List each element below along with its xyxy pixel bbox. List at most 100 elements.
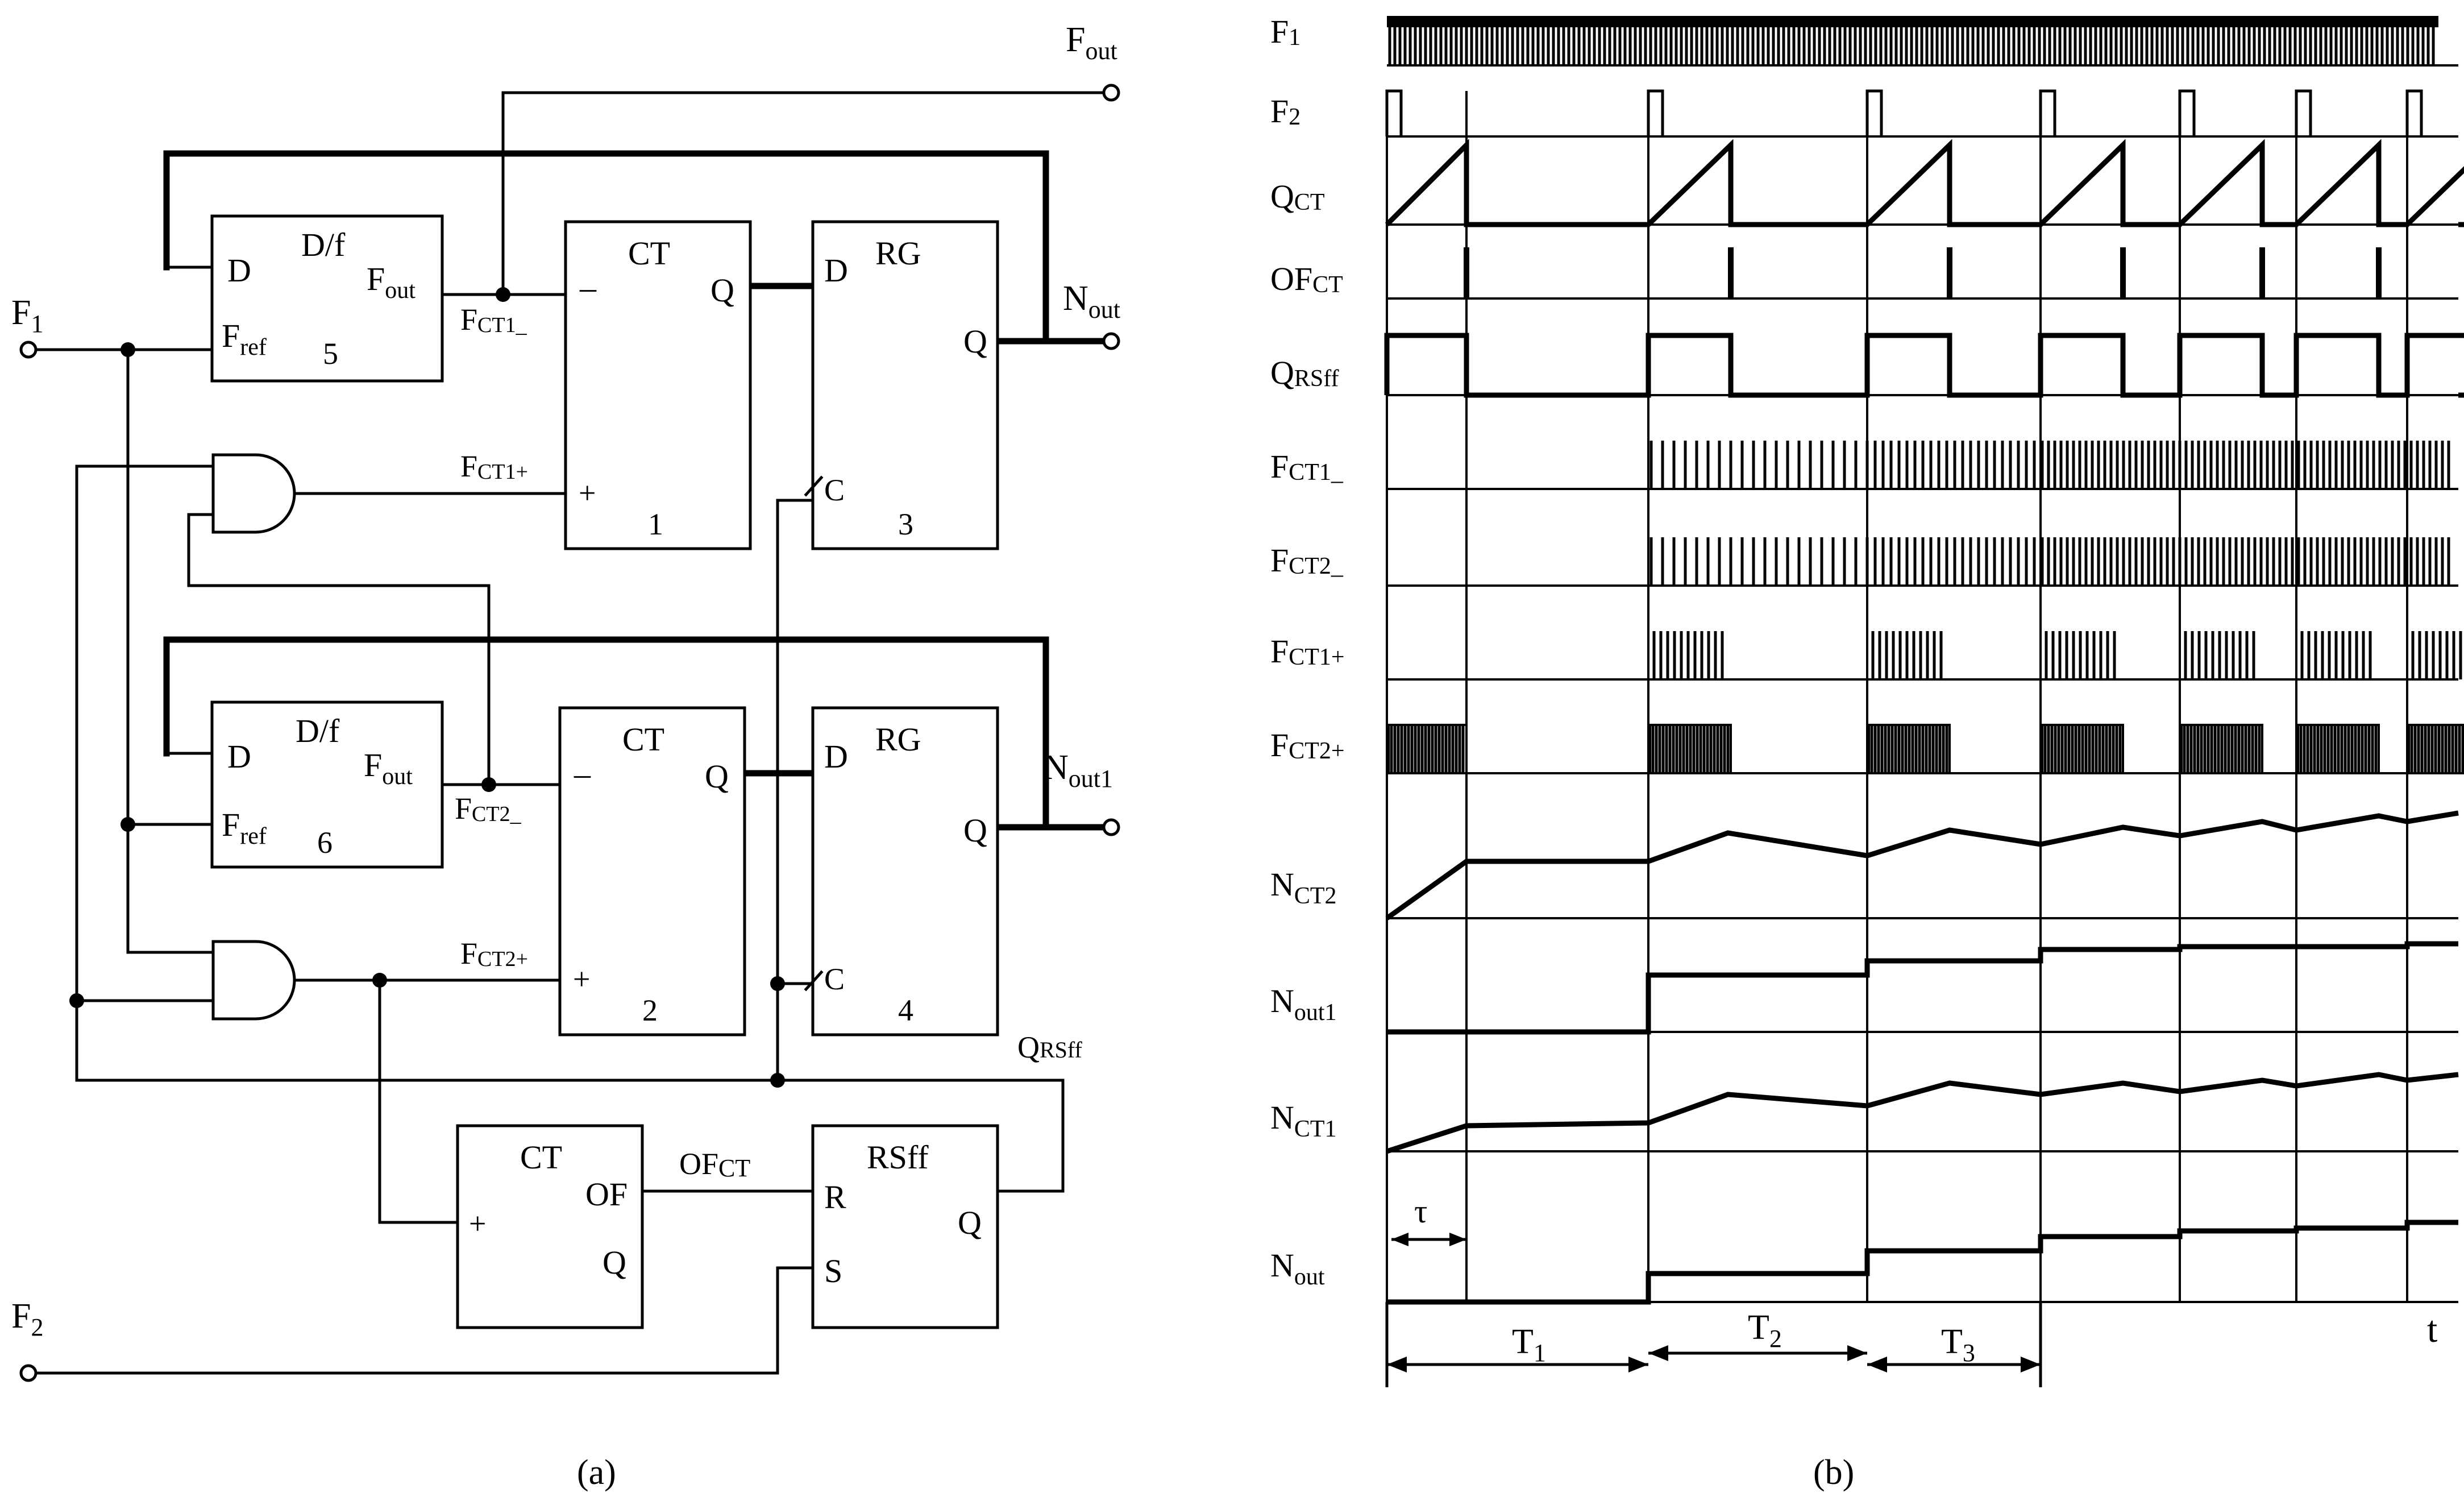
fct2-plus-burst <box>2043 725 2122 773</box>
nct2-waveform <box>1385 810 2459 920</box>
nout1-waveform <box>1387 941 2458 1035</box>
fct1-plus-burst <box>2045 631 2116 679</box>
rg3-d-label: D <box>824 252 848 289</box>
fct2-plus-burst <box>2299 725 2378 773</box>
ct-of-q-label: Q <box>603 1244 626 1281</box>
fct1-plus-label: FCT1+ <box>460 449 528 484</box>
period-t1-label: T1 <box>1512 1322 1546 1367</box>
bus-feedback-top <box>163 150 1049 345</box>
nct1-waveform <box>1386 1072 2459 1154</box>
ofct-spike <box>1947 247 1952 298</box>
rg3-number: 3 <box>898 507 913 541</box>
df-converter-5 <box>210 214 444 383</box>
qct-waveform <box>1385 139 2464 227</box>
ct2-minus-label: – <box>574 755 591 792</box>
f2-pulse <box>2178 89 2196 136</box>
ct2-plus-label: + <box>573 962 590 996</box>
fct1-plus-burst <box>2411 631 2462 679</box>
and-gate-2 <box>211 940 296 1021</box>
junction-dots <box>69 287 785 1088</box>
rg3-q-label: Q <box>963 323 987 360</box>
rg4-title: RG <box>875 721 921 758</box>
fct2-plus-burst <box>2183 725 2261 773</box>
fct2-plus-burst <box>1870 725 1948 773</box>
timing-baselines <box>1387 64 2458 1303</box>
nout-output-label: Nout <box>1063 279 1120 324</box>
register-3 <box>811 220 999 550</box>
timing-row-label: QCT <box>1270 178 1325 215</box>
fct2-plus-burst <box>1651 725 1730 773</box>
timing-period-markers <box>1386 91 2408 1302</box>
rsff-s-label: S <box>824 1253 842 1289</box>
fct1-plus-burst <box>1871 631 1943 679</box>
tau-arrowhead-left <box>1391 1233 1408 1246</box>
counter-1 <box>564 220 752 550</box>
rsff-title: RSff <box>867 1139 929 1176</box>
ct1-title: CT <box>628 235 670 272</box>
timing-row-label: FCT1+ <box>1270 633 1345 670</box>
ct-of-plus-label: + <box>469 1206 486 1241</box>
rg4-d-label: D <box>824 738 848 775</box>
timing-row-label: F1 <box>1270 13 1300 51</box>
rg4-c-label: C <box>824 962 845 996</box>
timing-row-label: QRSff <box>1270 354 1339 392</box>
df6-title: D/f <box>296 712 340 749</box>
f2-pulse <box>1865 89 1883 136</box>
fct2-plus-burst <box>1390 725 1465 773</box>
rsff-r-label: R <box>824 1179 846 1216</box>
fct2-minus-pulses <box>1649 537 2450 586</box>
rsff-q-label: Q <box>958 1204 982 1241</box>
nout1-output-label: Nout1 <box>1043 748 1113 793</box>
rg4-q-label: Q <box>963 812 987 849</box>
ct1-q-label: Q <box>710 272 734 309</box>
df6-fout-label: Fout <box>364 747 413 790</box>
rs-flipflop <box>811 1124 999 1329</box>
df5-title: D/f <box>301 226 346 263</box>
df5-fref-label: Fref <box>222 317 267 360</box>
timing-row-label: Nout1 <box>1270 982 1337 1026</box>
ofct-spike <box>1464 247 1469 298</box>
fout-output-label: Fout <box>1066 20 1117 65</box>
period-t3-label: T3 <box>1941 1322 1975 1367</box>
fct1-minus-label: FCT1_ <box>460 302 527 337</box>
period-arrows <box>1385 1302 2042 1387</box>
f1-pulse-train <box>1388 17 2435 65</box>
fct2-plus-label: FCT2+ <box>460 936 528 971</box>
nout-waveform <box>1387 1220 2458 1305</box>
timing-waveforms <box>1384 16 2464 1305</box>
timing-row-label: FCT1_ <box>1270 448 1344 486</box>
timing-row-label: NCT1 <box>1270 1099 1337 1142</box>
timing-row-label: Nout <box>1270 1247 1325 1290</box>
timing-panel: F1F2QCTOFCTQRSffFCT1_FCT2_FCT1+FCT2+NCT2… <box>1270 13 2464 1492</box>
bus-feedback-bottom <box>163 636 1049 831</box>
df-converter-6 <box>210 700 444 869</box>
f2-input-label: F2 <box>11 1297 43 1341</box>
qrsff-waveform <box>1384 333 2464 398</box>
and-gate-1 <box>211 453 296 534</box>
df5-fout-label: Fout <box>367 260 415 304</box>
f2-pulse <box>1647 89 1664 136</box>
f1-input-label: F1 <box>11 293 43 338</box>
df6-d-label: D <box>227 738 251 775</box>
f2-pulse <box>2039 89 2056 136</box>
fct1-plus-burst <box>2300 631 2372 679</box>
f1-pulse-top <box>1387 16 2438 27</box>
f2-pulse <box>2295 89 2312 136</box>
ct1-minus-label: – <box>579 269 597 306</box>
ct1-number: 1 <box>648 507 663 541</box>
ct2-q-label: Q <box>705 758 729 795</box>
f2-pulse <box>1385 89 1403 136</box>
rg4-number: 4 <box>898 993 913 1027</box>
timing-row-labels: F1F2QCTOFCTQRSffFCT1_FCT2_FCT1+FCT2+NCT2… <box>1270 13 1345 1290</box>
ct2-number: 2 <box>642 993 658 1027</box>
f2-pulse <box>2405 89 2423 136</box>
df6-number: 6 <box>317 826 333 860</box>
ofct-signal-label: OFCT <box>679 1147 750 1182</box>
ct-of-title: CT <box>520 1139 562 1176</box>
time-axis-label: t <box>2427 1309 2437 1350</box>
ct-of-of-label: OF <box>585 1176 628 1213</box>
ct2-title: CT <box>622 721 664 758</box>
df5-d-label: D <box>227 252 251 289</box>
fct1-plus-burst <box>1652 631 1724 679</box>
